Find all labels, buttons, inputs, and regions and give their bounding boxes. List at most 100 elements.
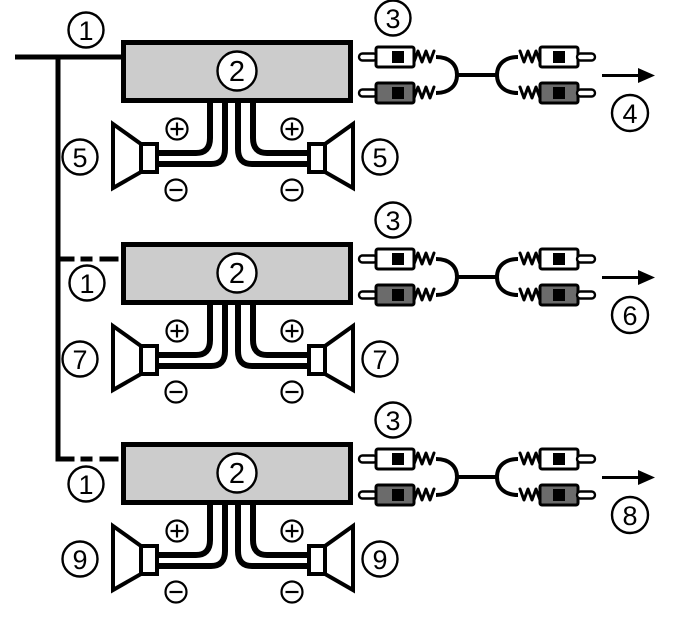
speaker-wire — [156, 100, 213, 156]
minus-icon — [280, 580, 304, 604]
speaker-wire — [156, 100, 228, 167]
callout-circle — [61, 138, 99, 176]
callout-circle — [361, 340, 399, 378]
minus-icon — [164, 580, 188, 604]
speaker-left-cone — [111, 120, 143, 192]
plus-icon — [280, 319, 304, 343]
speaker-wire — [250, 502, 313, 558]
speaker-left-callout: 5 — [61, 138, 99, 176]
callout-label: 1 — [78, 16, 93, 46]
callout-label: 1 — [79, 269, 94, 299]
plus-icon — [165, 319, 189, 343]
speaker-right-cone — [323, 322, 355, 394]
amp-section-1: 1 2 5 5 — [15, 0, 655, 202]
callout-label: 7 — [72, 345, 87, 375]
rca-plug-gray-right-icon — [518, 483, 597, 507]
speaker-left-callout: 9 — [61, 540, 99, 578]
speaker-wire — [235, 302, 313, 369]
speaker-right-callout: 9 — [361, 540, 399, 578]
rca-plug-white-left-icon — [357, 45, 436, 69]
speaker-left-callout: 7 — [61, 340, 99, 378]
speaker-wire — [156, 502, 228, 569]
rca-cable-wire — [435, 257, 497, 279]
rca-plug-gray-left-icon — [357, 81, 436, 105]
rca-cable-wire — [495, 257, 519, 278]
speaker-wire — [156, 302, 228, 369]
callout-circle — [610, 495, 650, 535]
minus-icon — [280, 380, 304, 404]
speaker-left-terminal — [139, 344, 159, 376]
callout-circle — [610, 295, 650, 335]
output-callout: 4 — [610, 93, 650, 133]
callout-circle — [216, 452, 258, 494]
rca-plug-gray-right-icon — [518, 283, 597, 307]
rca-cable-wire — [495, 74, 519, 95]
amplifier-callout: 2 — [216, 252, 258, 294]
rca-plug-white-right-icon — [518, 447, 597, 471]
speaker-wire — [250, 100, 313, 156]
callout-label: 2 — [229, 56, 245, 88]
speaker-right-cone — [323, 522, 355, 594]
amp-section-3: 1 2 9 9 — [55, 401, 655, 604]
minus-icon — [164, 380, 188, 404]
rca-cable-callout: 3 — [374, 401, 412, 439]
callout-circle — [374, 201, 412, 239]
speaker-wire — [235, 100, 313, 167]
output-callout: 6 — [610, 295, 650, 335]
rca-plug-gray-left-icon — [357, 283, 436, 307]
plus-icon — [165, 519, 189, 543]
callout-label: 2 — [229, 258, 245, 290]
rca-cable-callout: 3 — [374, 201, 412, 239]
callout-circle — [61, 340, 99, 378]
callout-label: 9 — [72, 545, 87, 575]
rca-plug-white-left-icon — [357, 247, 436, 271]
callout-circle — [374, 0, 412, 37]
plus-icon — [280, 519, 304, 543]
callout-label: 9 — [372, 545, 387, 575]
power-cord-callout: 1 — [68, 264, 106, 302]
rca-plug-white-left-icon — [357, 447, 436, 471]
speaker-right-terminal — [307, 344, 327, 376]
speaker-left-cone — [111, 322, 143, 394]
callout-circle — [67, 11, 105, 49]
output-callout: 8 — [610, 495, 650, 535]
arrow-right-icon — [602, 68, 655, 83]
callout-label: 4 — [622, 99, 637, 129]
minus-icon — [280, 178, 304, 202]
power-cord-callout: 1 — [67, 11, 105, 49]
speaker-left-terminal — [139, 142, 159, 174]
callout-circle — [67, 465, 105, 503]
rca-cable-wire — [435, 55, 497, 77]
callout-label: 7 — [372, 345, 387, 375]
callout-label: 3 — [385, 206, 400, 236]
plus-icon — [280, 117, 304, 141]
rca-cable-wire — [435, 476, 459, 497]
speaker-right-terminal — [307, 544, 327, 576]
amplifier-callout: 2 — [216, 50, 258, 92]
amplifier-callout: 2 — [216, 452, 258, 494]
rca-plug-white-right-icon — [518, 247, 597, 271]
callout-label: 3 — [385, 4, 400, 34]
rca-plug-gray-left-icon — [357, 483, 436, 507]
rca-cable-wire — [435, 74, 459, 95]
callout-circle — [361, 138, 399, 176]
speaker-wire — [250, 302, 313, 358]
rca-cable-wire — [495, 55, 519, 76]
callout-label: 3 — [385, 406, 400, 436]
callout-label: 2 — [229, 458, 245, 490]
rca-plug-white-right-icon — [518, 45, 597, 69]
arrow-right-icon — [602, 470, 655, 485]
callout-label: 5 — [72, 143, 87, 173]
speaker-right-callout: 7 — [361, 340, 399, 378]
callout-circle — [216, 50, 258, 92]
speaker-wire — [156, 302, 213, 358]
speaker-right-terminal — [307, 142, 327, 174]
minus-icon — [164, 178, 188, 202]
speaker-wire — [156, 502, 213, 558]
callout-circle — [610, 93, 650, 133]
rca-plug-gray-right-icon — [518, 81, 597, 105]
callout-circle — [61, 540, 99, 578]
speaker-wire — [235, 502, 313, 569]
